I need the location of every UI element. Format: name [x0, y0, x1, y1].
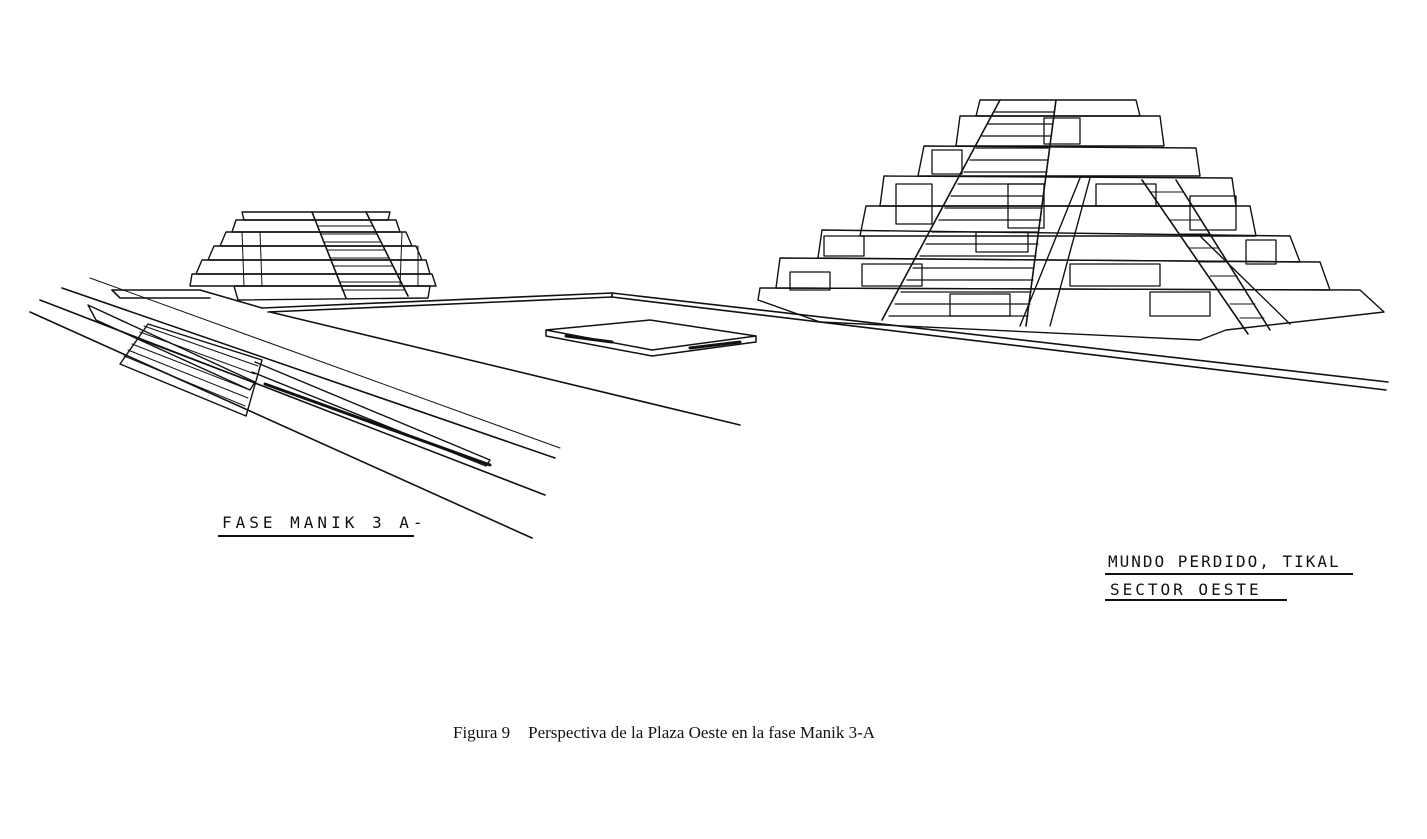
caption-text: Perspectiva de la Plaza Oeste en la fase…	[528, 723, 876, 742]
small-pyramid-stairway	[317, 225, 405, 291]
phase-label-underline	[218, 535, 414, 537]
site-label-line2: SECTOR OESTE	[1110, 580, 1262, 599]
large-pyramid-panels	[789, 117, 1277, 317]
site-label-line1: MUNDO PERDIDO, TIKAL	[1108, 552, 1341, 571]
central-platform	[545, 319, 757, 357]
caption-number: Figura 9	[453, 723, 511, 742]
large-pyramid	[757, 99, 1385, 341]
large-pyramid-side-stairway	[1149, 191, 1265, 319]
site-label-line1-underline	[1105, 573, 1353, 575]
small-pyramid	[189, 211, 437, 301]
site-label-line2-underline	[1105, 599, 1287, 601]
plaza-outline	[29, 277, 1389, 539]
figure-caption: Figura 9 Perspectiva de la Plaza Oeste en…	[453, 723, 875, 743]
phase-label: FASE MANIK 3 A-	[222, 513, 427, 532]
left-causeway	[87, 304, 492, 467]
